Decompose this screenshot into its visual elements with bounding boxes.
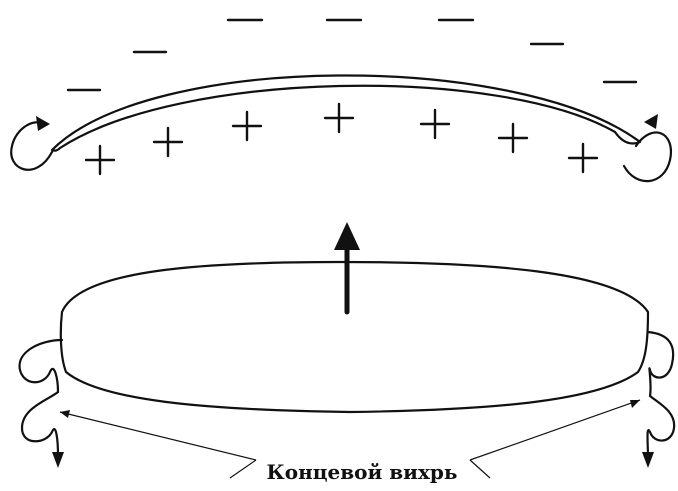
arrowhead-icon <box>642 452 654 468</box>
arrowhead-icon <box>334 222 360 250</box>
negative-pressure-signs <box>66 18 638 92</box>
plus-sign <box>84 144 116 176</box>
plus-sign <box>323 102 355 134</box>
right-tip-vortex <box>642 330 676 468</box>
plus-sign <box>497 122 529 154</box>
positive-pressure-signs <box>84 102 599 176</box>
right-circulation-vortex <box>622 114 673 183</box>
plus-sign <box>152 126 184 158</box>
left-circulation-vortex <box>10 116 54 171</box>
left-tip-vortex <box>18 338 64 468</box>
arrowhead-icon <box>52 452 64 468</box>
lift-arrow <box>334 222 360 315</box>
caption-leader-lines <box>59 399 641 479</box>
arrowhead-icon <box>36 116 50 131</box>
plus-sign <box>231 110 263 142</box>
plus-sign <box>567 142 599 174</box>
airfoil-section <box>50 74 642 152</box>
tip-vortex-label: Концевой вихрь <box>267 460 458 484</box>
arrowhead-icon <box>644 114 658 129</box>
plus-sign <box>419 108 451 140</box>
wing-planform <box>59 260 650 414</box>
